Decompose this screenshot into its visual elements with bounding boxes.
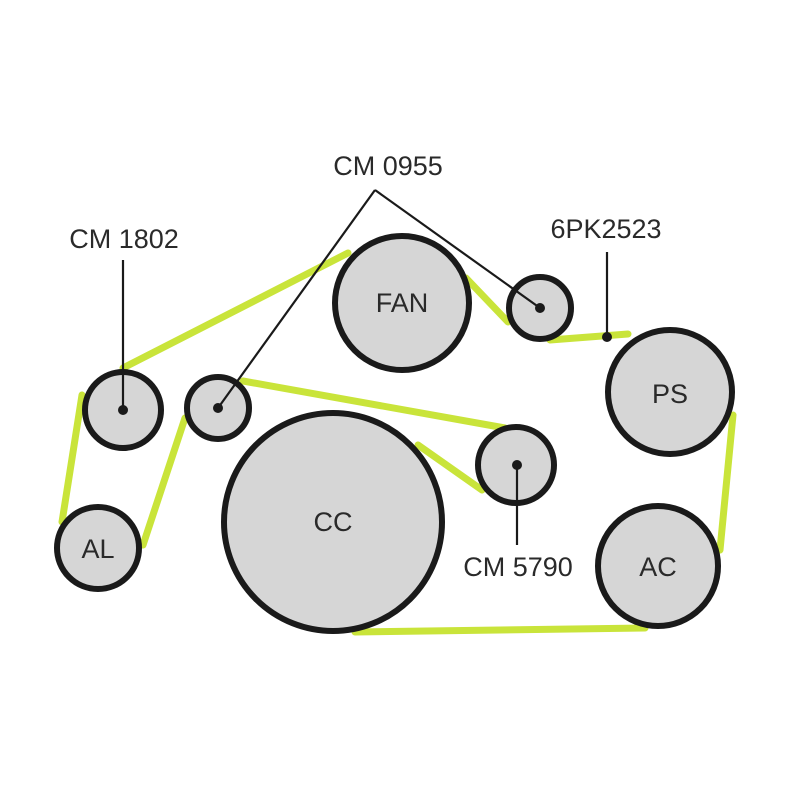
leader-cm0955-left [217,189,376,409]
belt-segment [351,624,649,636]
cm1802-callout: CM 1802 [69,224,179,254]
belt-segment [58,391,86,526]
center-dot [535,303,545,313]
belt-segment [462,274,512,326]
belt-segment [239,377,509,432]
al-label: AL [81,534,114,564]
belt [58,249,737,636]
fan-label: FAN [376,288,429,318]
ac-pulley [595,503,721,629]
cm5790-callout: CM 5790 [463,552,573,582]
cc-pulley [221,410,445,634]
cm0955-callout: CM 0955 [333,151,443,181]
belt-segment [546,330,632,344]
fan-pulley [332,233,472,373]
center-dot [118,405,128,415]
ps-label: PS [652,379,688,409]
belt-callout: 6PK2523 [550,214,661,244]
belt-segment [139,414,189,549]
ac-label: AC [639,552,677,582]
center-dot [213,403,223,413]
cc-label: CC [314,507,353,537]
al-pulley [54,504,142,592]
belt-segment [414,441,486,494]
belt-dot [602,332,612,342]
center-dot [512,460,522,470]
ps-pulley [605,327,735,457]
belt-segment [716,411,737,554]
belt-segment [119,249,352,372]
leader-cm0955-top [374,189,541,309]
leader-lines [118,189,612,545]
